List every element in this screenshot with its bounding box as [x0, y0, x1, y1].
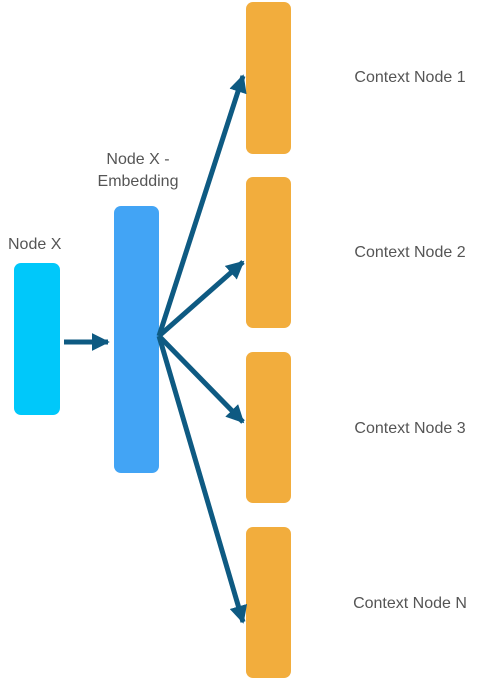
arrow-to-context-node-3 — [157, 334, 245, 424]
context-node-1-label: Context Node 1 — [354, 69, 466, 86]
embedding-block — [114, 206, 159, 473]
context-node-2-block — [246, 177, 291, 328]
node-x-label: Node X — [8, 236, 62, 253]
embedding-label-line1: Node X - — [106, 151, 170, 168]
arrow-to-context-node-1 — [156, 74, 247, 337]
context-node-n-block — [246, 527, 291, 678]
embedding-label-line2: Embedding — [97, 173, 179, 190]
embedding-label: Node X - Embedding — [82, 149, 194, 193]
arrow-to-context-node-2 — [157, 260, 245, 338]
node-x-block — [14, 263, 60, 415]
context-node-3-label: Context Node 3 — [354, 420, 466, 437]
context-node-2-label: Context Node 2 — [354, 244, 466, 261]
context-node-3-block — [246, 352, 291, 503]
context-node-n-label: Context Node N — [353, 595, 467, 612]
context-node-1-block — [246, 2, 291, 154]
arrow-to-context-node-n — [156, 335, 248, 624]
